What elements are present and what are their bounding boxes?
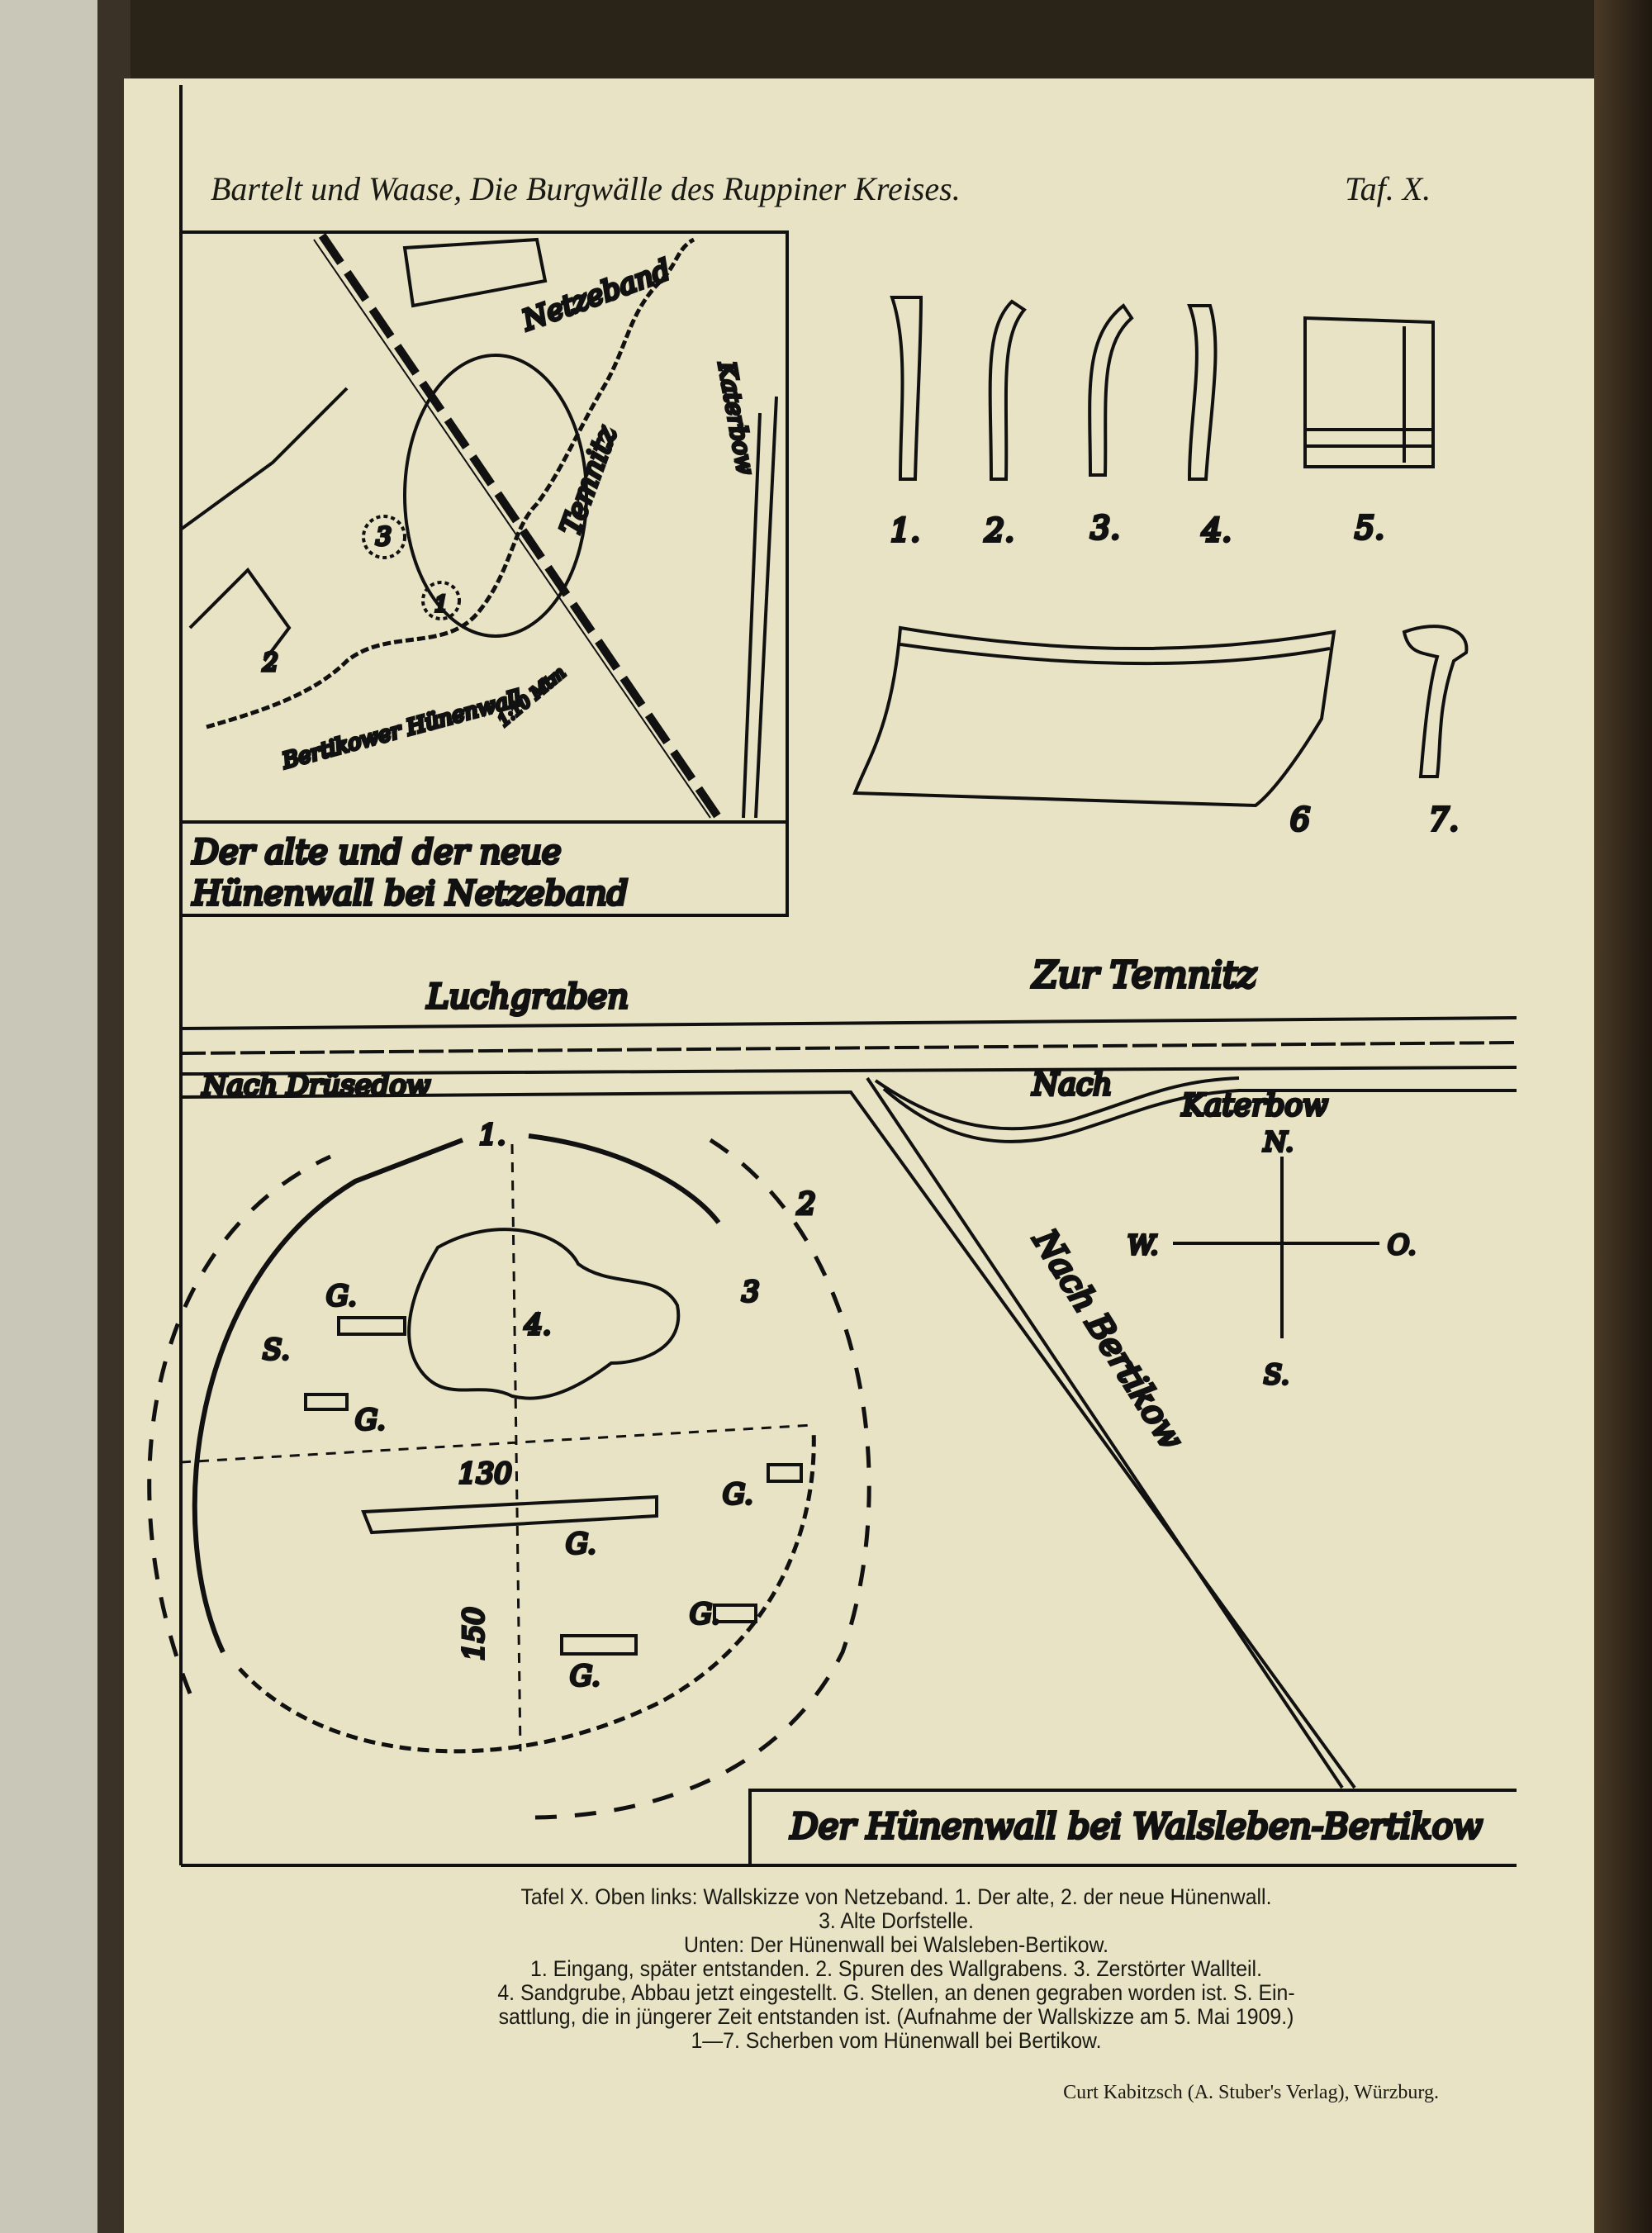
label-1-eingang: 1. xyxy=(479,1119,506,1152)
dig-site-g1 xyxy=(337,1316,406,1336)
label-dimension-150: 150 xyxy=(458,1607,491,1660)
dig-site-g2 xyxy=(304,1393,349,1411)
wall-3-marker xyxy=(362,515,406,559)
sherd-6 xyxy=(852,625,1336,808)
sherd-2 xyxy=(988,299,1027,481)
label-2: 2 xyxy=(262,649,278,677)
dig-site-g4 xyxy=(361,1494,658,1535)
road-katerbow xyxy=(742,396,778,819)
map-netzeband-caption-2: Hünenwall bei Netzeband xyxy=(192,875,628,913)
sherd-number-6: 6 xyxy=(1290,801,1310,838)
measure-lines xyxy=(180,1143,814,1752)
map-walsleben: Luchgraben Zur Temnitz Nach Drüsedow Nac… xyxy=(147,953,1517,1865)
roads xyxy=(180,1066,1517,1789)
sherd-number-1: 1. xyxy=(890,512,920,549)
plate-page xyxy=(124,78,1602,2233)
luchgraben-bottom xyxy=(180,1041,1517,1055)
railway-line xyxy=(318,233,723,820)
compass-east: O. xyxy=(1388,1229,1417,1261)
river-temnitz xyxy=(206,237,695,729)
label-g: G. xyxy=(355,1404,386,1437)
old-wall-outline xyxy=(403,354,588,638)
caption-line: 3. Alte Dorfstelle. xyxy=(819,1908,974,1933)
luchgraben-top xyxy=(180,1016,1517,1030)
wallgraben-traces xyxy=(147,1138,871,1820)
sherd-drawings: 1. 2. 3. 4. 5. 6 7. xyxy=(852,296,1469,839)
wall-arc-left xyxy=(192,1138,464,1654)
label-g: G. xyxy=(690,1598,720,1631)
wall-arc-bottom xyxy=(238,1428,816,1754)
sherd-number-3: 3. xyxy=(1090,510,1120,546)
dig-site-g5 xyxy=(713,1603,757,1623)
label-g: G. xyxy=(723,1478,753,1511)
dig-site-g3 xyxy=(767,1463,803,1483)
book-cover-edge xyxy=(1594,0,1652,2233)
railway-edge xyxy=(313,239,711,819)
label-3: 3 xyxy=(376,523,392,552)
title-box xyxy=(748,1789,1517,1865)
label-zur-temnitz: Zur Temnitz xyxy=(1031,954,1257,996)
caption-line: sattlung, die in jüngerer Zeit entstande… xyxy=(498,2004,1294,2029)
label-luchgraben: Luchgraben xyxy=(426,978,629,1016)
caption-line: 1. Eingang, später entstanden. 2. Spuren… xyxy=(530,1956,1262,1981)
label-g: G. xyxy=(566,1527,596,1561)
label-g: G. xyxy=(570,1660,601,1693)
sandpit-4 xyxy=(407,1228,681,1400)
sherd-3 xyxy=(1088,303,1134,477)
caption-line: 1—7. Scherben vom Hünenwall bei Bertikow… xyxy=(691,2028,1102,2053)
label-katerbow: Katerbow xyxy=(713,359,760,477)
map-netzeband-caption-1: Der alte und der neue xyxy=(192,834,562,872)
sherd-7 xyxy=(1402,625,1469,778)
caption-line: Unten: Der Hünenwall bei Walsleben-Berti… xyxy=(683,1932,1109,1957)
facing-page xyxy=(0,0,107,2233)
running-title: Bartelt und Waase, Die Burgwälle des Rup… xyxy=(211,170,961,207)
label-nach-druesedow: Nach Drüsedow xyxy=(202,1069,430,1102)
label-bertikower-huenenwall: Bertikower Hünenwall xyxy=(279,687,525,774)
label-temnitz: Temnitz xyxy=(554,421,624,539)
wall-arc-right xyxy=(528,1133,721,1224)
sherd-number-5: 5. xyxy=(1355,510,1384,546)
sherd-5 xyxy=(1303,316,1435,468)
plate-number: Taf. X. xyxy=(1345,170,1431,207)
label-1: 1 xyxy=(434,592,449,617)
map-walsleben-title: Der Hünenwall bei Walsleben-Bertikow xyxy=(790,1806,1483,1846)
sherd-1 xyxy=(890,296,923,481)
label-3-zerstoert: 3 xyxy=(742,1276,760,1309)
label-nach-bertikow: Nach Bertikow xyxy=(1025,1223,1190,1456)
sherd-number-7: 7. xyxy=(1429,801,1459,838)
label-s-einsattlung: S. xyxy=(263,1333,290,1366)
dig-site-g6 xyxy=(560,1634,638,1656)
sherd-number-2: 2. xyxy=(984,512,1014,549)
compass-south: S. xyxy=(1264,1359,1289,1390)
publisher-imprint: Curt Kabitzsch (A. Stuber's Verlag), Wür… xyxy=(1063,2082,1439,2103)
label-dimension-130: 130 xyxy=(458,1457,512,1490)
label-nach-katerbow-1: Nach xyxy=(1032,1068,1112,1102)
label-4-sandgrube: 4. xyxy=(524,1309,551,1342)
road-bertikow-edge xyxy=(866,1076,1344,1789)
village-netzeband xyxy=(402,237,548,308)
compass-north: N. xyxy=(1263,1126,1294,1157)
caption-line: 4. Sandgrube, Abbau jetzt eingestellt. G… xyxy=(497,1980,1295,2005)
label-nach-katerbow-2: Katerbow xyxy=(1181,1089,1328,1123)
field-boundaries xyxy=(180,387,349,663)
sherd-number-4: 4. xyxy=(1201,512,1232,549)
label-2-wallgraben: 2 xyxy=(796,1188,816,1222)
caption-line: Tafel X. Oben links: Wallskizze von Netz… xyxy=(520,1884,1272,1909)
wall-1-marker xyxy=(421,581,461,620)
map-netzeband-border xyxy=(181,230,789,917)
label-g: G. xyxy=(326,1280,357,1313)
compass-west: W. xyxy=(1127,1229,1158,1261)
map-netzeband: Netzeband Katerbow Temnitz 1 2 3 Bertiko… xyxy=(180,230,789,917)
sherd-4 xyxy=(1187,304,1218,481)
